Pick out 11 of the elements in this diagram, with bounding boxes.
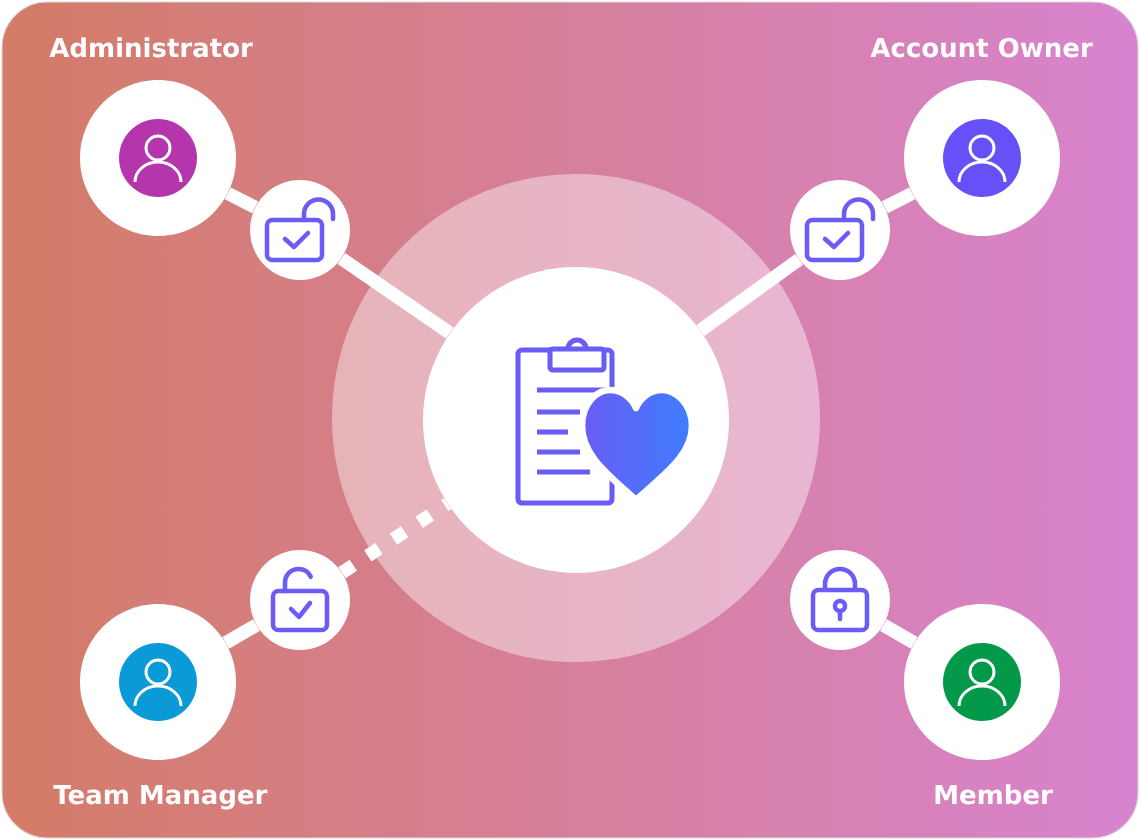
connector-line — [696, 253, 804, 336]
role-label: Administrator — [49, 37, 253, 58]
connector-line — [338, 498, 452, 579]
connector-line — [880, 619, 918, 649]
connector-line — [881, 187, 916, 214]
role-label: Team Manager — [53, 785, 268, 810]
connector-line — [222, 619, 260, 649]
role-label: Member — [935, 784, 1053, 805]
connector-line — [337, 253, 454, 339]
connector-line — [224, 187, 259, 214]
role-label: Account Owner — [870, 37, 1093, 58]
